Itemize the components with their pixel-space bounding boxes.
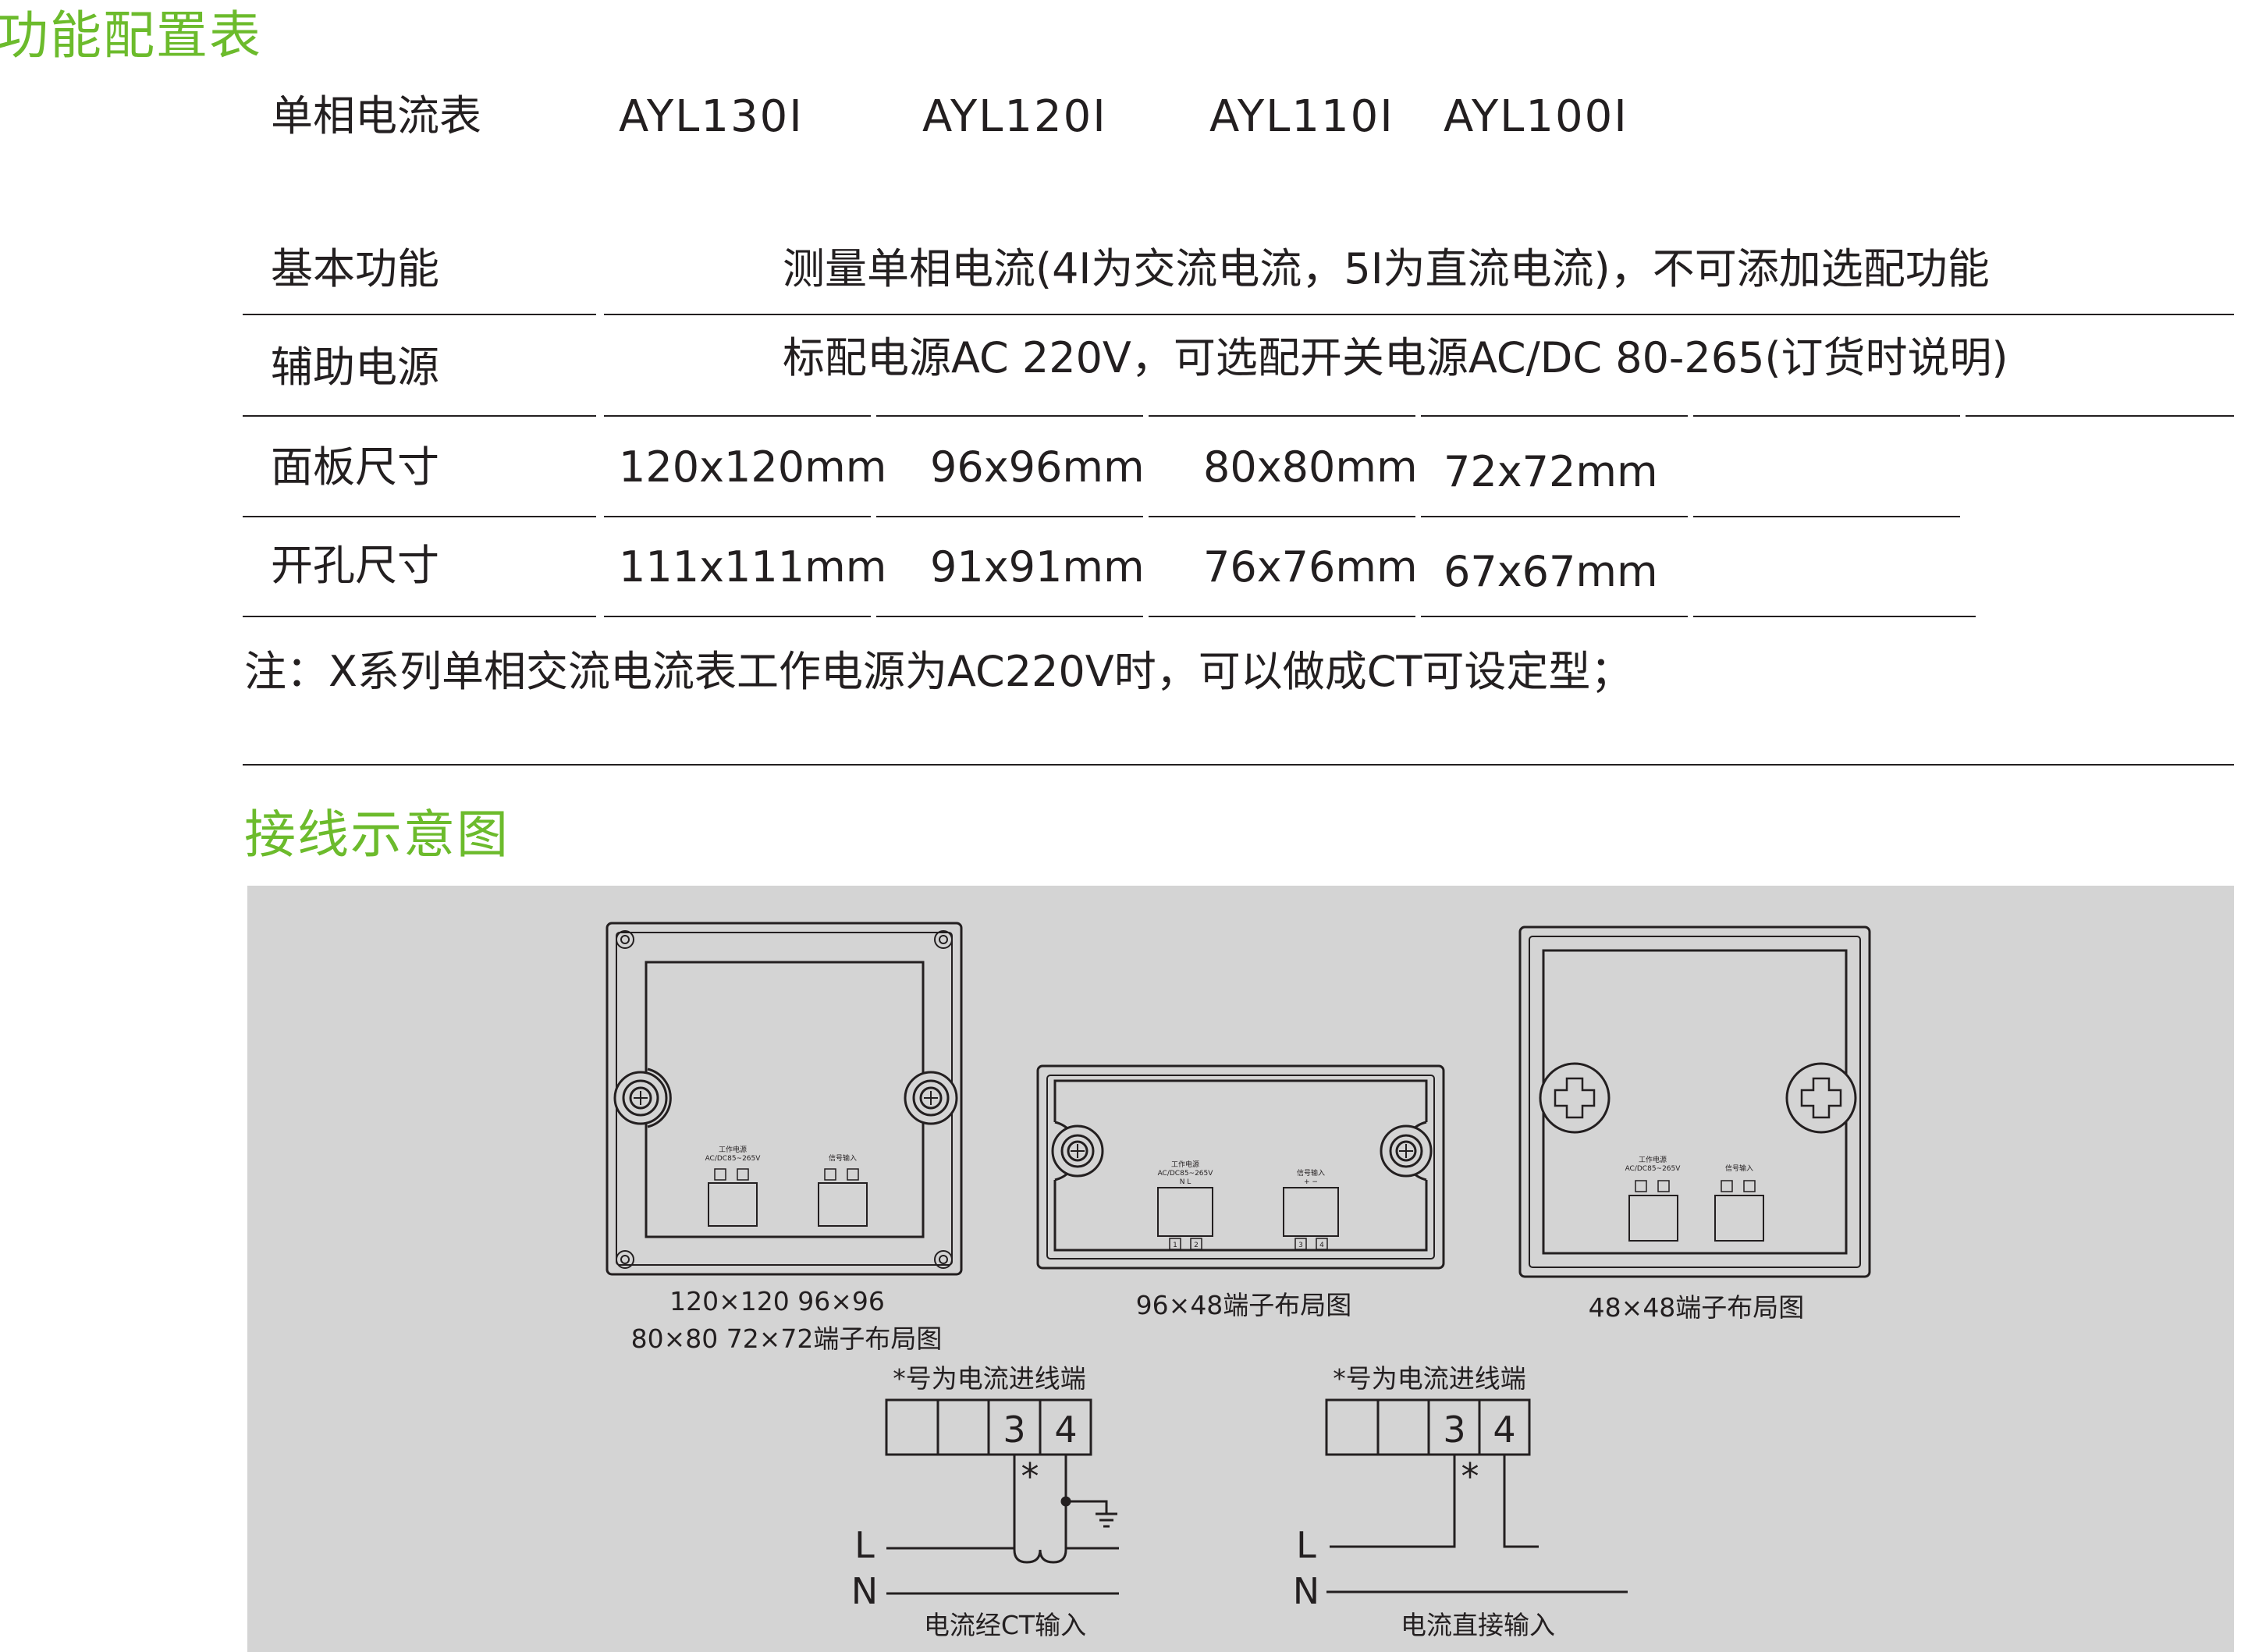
row-divider <box>1149 415 1415 417</box>
screw-icon <box>1380 1121 1433 1181</box>
row-divider <box>1149 516 1415 517</box>
line-n-label: N <box>851 1570 878 1612</box>
row-divider <box>876 616 1143 617</box>
hole-size-label: 开孔尺寸 <box>271 541 439 590</box>
term-2: 2 <box>1194 1242 1199 1249</box>
model-ayl120i: AYL120I <box>922 91 1107 142</box>
panel-size-96: 96x96mm <box>930 442 1145 492</box>
note-text: 注：X系列单相交流电流表工作电源为AC220V时，可以做成CT可设定型； <box>244 647 1633 696</box>
row-divider <box>1421 415 1688 417</box>
terminal-3-label: 3 <box>1443 1409 1465 1451</box>
power-label: 工作电源 <box>719 1145 747 1154</box>
screw-icon <box>904 1071 958 1125</box>
term-3: 3 <box>1298 1242 1303 1249</box>
row-divider <box>604 616 871 617</box>
row-divider <box>1149 616 1415 617</box>
panel-size-label: 面板尺寸 <box>271 442 439 492</box>
signal-label: 信号输入 <box>829 1153 857 1163</box>
terminal-4-label: 4 <box>1054 1409 1077 1451</box>
terminal-layout-96x48: 工作电源 AC/DC85~265V N L 信号输入 + − 1 2 3 4 9… <box>1036 1064 1445 1320</box>
ct-wiring-diagram: *号为电流进线端 3 4 * L N 电流经CT输入 <box>851 1363 1119 1640</box>
row-divider <box>1421 516 1688 517</box>
section-divider <box>243 764 2234 766</box>
ct-input-caption: 电流经CT输入 <box>924 1610 1086 1640</box>
screw-icon <box>1051 1121 1104 1181</box>
panel-size-80: 80x80mm <box>1203 442 1418 492</box>
screw-icon <box>1785 1062 1857 1134</box>
panel-size-72: 72x72mm <box>1444 447 1658 496</box>
model-ayl130i: AYL130I <box>619 91 804 142</box>
screw-icon <box>1539 1062 1611 1134</box>
row-divider <box>243 415 596 417</box>
row-divider <box>604 516 871 517</box>
row-divider <box>1693 516 1960 517</box>
section-title-wiring: 接线示意图 <box>244 805 510 865</box>
row-divider <box>604 415 871 417</box>
term-4: 4 <box>1319 1242 1324 1249</box>
layout1-caption-line2: 80×80 72×72端子布局图 <box>631 1323 943 1354</box>
signal-label: 信号输入 <box>1297 1168 1325 1178</box>
basic-function-value: 测量单相电流(4I为交流电流，5I为直流电流)，不可添加选配功能 <box>783 244 1990 293</box>
aux-power-value: 标配电源AC 220V，可选配开关电源AC/DC 80-265(订货时说明) <box>783 333 2008 382</box>
hole-size-67: 67x67mm <box>1444 547 1658 596</box>
terminal-layout-120: 工作电源 AC/DC85~265V 信号输入 120×120 96×96 80×… <box>606 922 963 1354</box>
row-divider <box>1693 415 1960 417</box>
terminal-pm: + − <box>1304 1178 1318 1186</box>
section-title-config: 功能配置表 <box>0 5 262 66</box>
layout2-caption: 96×48端子布局图 <box>1136 1290 1352 1320</box>
terminal-3-label: 3 <box>1003 1409 1025 1451</box>
power-range: AC/DC85~265V <box>705 1155 762 1163</box>
line-l-label: L <box>854 1524 875 1566</box>
power-label: 工作电源 <box>1639 1155 1667 1164</box>
row-divider <box>243 314 596 315</box>
line-n-label: N <box>1293 1570 1319 1612</box>
screw-icon <box>613 1068 672 1128</box>
aux-power-label: 辅助电源 <box>271 343 439 392</box>
row-divider <box>1966 415 2234 417</box>
panel-size-120: 120x120mm <box>619 442 887 492</box>
star-mark: * <box>1021 1455 1039 1497</box>
row-divider <box>1421 616 1688 617</box>
layout3-caption: 48×48端子布局图 <box>1589 1292 1805 1323</box>
terminal-4-label: 4 <box>1493 1409 1515 1451</box>
row-divider <box>1693 616 1976 617</box>
terminal-nl: N L <box>1180 1178 1191 1186</box>
hole-size-111: 111x111mm <box>619 542 887 592</box>
row-divider <box>604 314 2234 315</box>
basic-function-label: 基本功能 <box>271 244 439 293</box>
direct-wiring-diagram: *号为电流进线端 3 4 * L N 电流直接输入 <box>1293 1363 1628 1640</box>
direct-input-caption: 电流直接输入 <box>1401 1610 1555 1640</box>
row-divider <box>243 516 596 517</box>
term-1: 1 <box>1173 1242 1177 1249</box>
model-ayl110i: AYL110I <box>1209 91 1394 142</box>
power-range: AC/DC85~265V <box>1158 1170 1214 1178</box>
hole-size-76: 76x76mm <box>1203 542 1418 592</box>
hole-size-91: 91x91mm <box>930 542 1145 592</box>
line-l-label: L <box>1296 1524 1316 1566</box>
star-note: *号为电流进线端 <box>893 1363 1086 1394</box>
row-divider <box>876 415 1143 417</box>
power-label: 工作电源 <box>1171 1160 1199 1169</box>
model-ayl100i: AYL100I <box>1444 91 1628 142</box>
product-label: 单相电流表 <box>271 91 481 140</box>
row-divider <box>876 516 1143 517</box>
terminal-layout-48x48: 工作电源 AC/DC85~265V 信号输入 48×48端子布局图 <box>1518 925 1871 1323</box>
layout1-caption-line1: 120×120 96×96 <box>669 1286 885 1316</box>
signal-label: 信号输入 <box>1725 1164 1753 1173</box>
row-divider <box>243 616 596 617</box>
star-mark: * <box>1461 1455 1479 1497</box>
star-note: *号为电流进线端 <box>1333 1363 1526 1394</box>
power-range: AC/DC85~265V <box>1625 1165 1682 1173</box>
